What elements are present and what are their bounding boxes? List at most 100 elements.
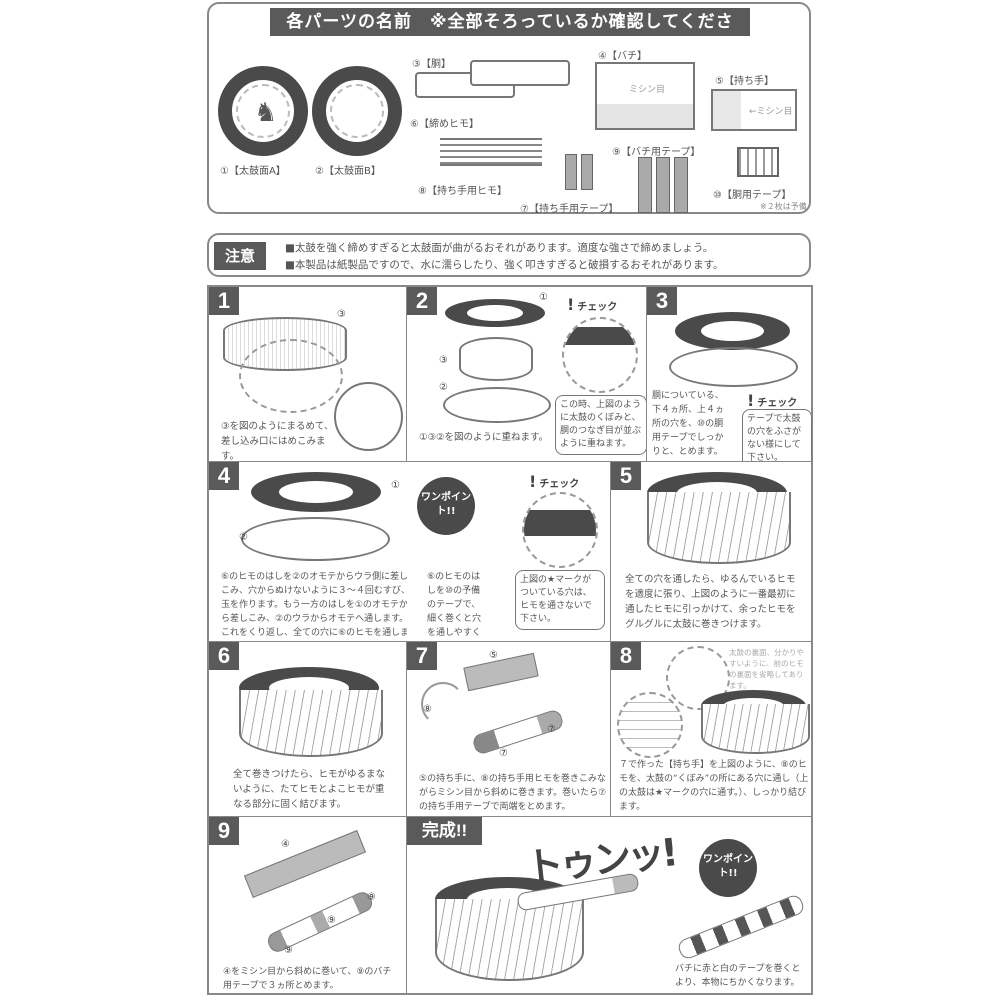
side-note: 太鼓の裏面、分かりやすいように、前のヒモの裏面を省略してあります。 <box>729 648 804 690</box>
drum-with-handle-illustration <box>701 704 810 754</box>
step-description: ③を図のようにまるめて、差し込み口にはめこみます。 <box>221 421 334 462</box>
callout: ⑨ <box>284 945 293 956</box>
striped-bachi-illustration <box>676 893 806 961</box>
step-number: 5 <box>611 462 641 490</box>
caution-tag: 注意 <box>214 242 266 270</box>
check-label: !チェック <box>529 472 580 491</box>
part-label-bachi: ④【バチ】 <box>598 51 647 62</box>
callout: ③ <box>337 309 346 320</box>
step-number: 9 <box>209 817 239 845</box>
caution-line-1: ■太鼓を強く締めすぎると太鼓面が曲がるおそれがあります。適度な強さで締めましょう… <box>285 242 714 254</box>
part-label-handle-string: ⑧【持ち手用ヒモ】 <box>418 186 507 197</box>
steps-grid: 1 ③ ③を図のようにまるめて、差し込み口にはめこみます。 2 ① ③ ② !チ… <box>207 285 813 995</box>
step-number: 8 <box>611 642 641 670</box>
drum-base-illustration <box>241 517 390 561</box>
drum-face-b-illustration <box>312 66 402 156</box>
part-label-handle: ⑤【持ち手】 <box>715 76 774 87</box>
onepoint-bubble: ワンポイント!! <box>417 477 475 535</box>
step-description: ①③②を図のように重ねます。 <box>419 432 549 443</box>
step-description: 全ての穴を通したら、ゆるんでいるヒモを適度に張り、上図のように一番最初に通したヒ… <box>625 574 796 630</box>
character-icon: ♞ <box>254 98 278 128</box>
bachi-tape-illustration <box>638 157 652 213</box>
step-3-panel: 3 胴についている、下４ヵ所、上４ヵ所の穴を、⑩の胴用テープでしっかりと、とめま… <box>647 287 813 462</box>
perforation-note: ←ミシン目 <box>749 107 793 117</box>
part-label-handle-tape: ⑦【持ち手用テープ】 <box>520 204 619 215</box>
callout: ⑨ <box>367 892 376 903</box>
bachi-tape-illustration-3 <box>674 157 688 213</box>
body-tape-sheet-illustration <box>737 147 779 177</box>
step-description: ④をミシン目から斜めに巻いて、⑨のバチ用テープで３ヵ所とめます。 <box>223 967 392 991</box>
part-label-body: ③【胴】 <box>412 59 451 70</box>
onepoint-text: ⑥のヒモのはしを⑩の予備のテープで、細く巻くと穴を通しやすくなります。 <box>427 572 482 638</box>
drum-base-illustration <box>669 347 798 387</box>
part-label-drum-face-a: ①【太鼓面A】 <box>220 166 286 177</box>
step-number: 1 <box>209 287 239 315</box>
callout: ② <box>239 532 248 543</box>
step-2-panel: 2 ① ③ ② !チェック この時、上図のように太鼓のくぼみと、胴のつなぎ目が並… <box>407 287 647 462</box>
onepoint-text: バチに赤と白のテープを巻くとより、本物にちかくなります。 <box>675 964 801 988</box>
step-4-panel: 4 ① ② ⑥のヒモのはしを②のオモテからウラ側に差しこみ、穴からぬけないように… <box>209 462 407 642</box>
step-6-panel: 6 全て巻きつけたら、ヒモがゆるまないように、たてヒモとよこヒモが重なる部分に固… <box>209 642 407 817</box>
step-7-panel: 7 ⑤ ⑧ ⑦ ⑦ ⑤の持ち手に、⑧の持ち手用ヒモを巻きこみながらミシン目から斜… <box>407 642 611 817</box>
drum-side-detail <box>617 692 683 758</box>
perforation-note: ミシン目 <box>629 85 666 95</box>
check-label: !チェック <box>567 295 618 314</box>
callout: ⑦ <box>547 724 556 735</box>
drum-base-illustration <box>443 387 551 423</box>
step-number: 6 <box>209 642 239 670</box>
step-number: 7 <box>407 642 437 670</box>
zoom-detail-circle <box>666 646 730 710</box>
string-illustration <box>421 682 465 726</box>
drum-face-illustration <box>675 312 790 350</box>
caution-section <box>207 233 811 277</box>
callout: ① <box>391 480 400 491</box>
complete-label: 完成!! <box>407 817 482 845</box>
bachi-rolled-illustration <box>265 889 375 955</box>
callout: ⑨ <box>327 915 336 926</box>
drum-laced-illustration <box>647 492 791 564</box>
step-number: 2 <box>407 287 437 315</box>
step-number: 3 <box>647 287 677 315</box>
check-note: 上図の★マークがついている穴は、ヒモを通さないで下さい。 <box>515 570 605 630</box>
bachi-sheet-illustration <box>243 830 367 898</box>
caution-line-2: ■本製品は紙製品ですので、水に濡らしたり、強く叩きすぎると破損するおそれがありま… <box>285 259 724 271</box>
zoom-detail-illustration <box>334 382 403 451</box>
tie-string-illustration <box>440 138 542 166</box>
drum-face-illustration <box>445 299 545 327</box>
body-part-illustration-2 <box>470 60 570 86</box>
check-note: この時、上図のように太鼓のくぼみと、胴のつなぎ目が並ぶように重ねます。 <box>555 395 646 455</box>
spare-note: ※２枚は予備 <box>760 202 807 211</box>
step-5-panel: 5 全ての穴を通したら、ゆるんでいるヒモを適度に張り、上図のように一番最初に通し… <box>611 462 813 642</box>
complete-panel: 完成!! トゥンッ! ワンポイント!! バチに赤と白のテープを巻くとより、本物に… <box>407 817 813 995</box>
drum-face-illustration <box>251 472 381 512</box>
handle-tape-illustration <box>565 154 577 190</box>
step-4-tips-panel: ワンポイント!! ⑥のヒモのはしを⑩の予備のテープで、細く巻くと穴を通しやすくな… <box>407 462 611 642</box>
check-detail-illustration <box>562 317 638 393</box>
part-label-tie-string: ⑥【締めヒモ】 <box>410 119 479 130</box>
callout: ⑤ <box>489 650 498 661</box>
callout: ③ <box>439 355 448 366</box>
bachi-tape-illustration-2 <box>656 157 670 213</box>
check-note: テープで太鼓の穴をふさがない様にして下さい。 <box>742 409 812 461</box>
callout: ② <box>439 382 448 393</box>
step-1-panel: 1 ③ ③を図のようにまるめて、差し込み口にはめこみます。 <box>209 287 407 462</box>
part-label-body-tape: ⑩【胴用テープ】 <box>713 190 792 201</box>
handle-tape-illustration-2 <box>581 154 593 190</box>
parts-title: 各パーツの名前 ※全部そろっているか確認してください。 <box>270 8 750 60</box>
step-description: ７で作った【持ち手】を上図のように、⑧のヒモを、太鼓の“くぼみ”の所にある穴に通… <box>619 760 809 812</box>
check-detail-illustration <box>522 492 598 568</box>
callout: ④ <box>281 839 290 850</box>
callout: ① <box>539 292 548 303</box>
step-description: ⑤の持ち手に、⑧の持ち手用ヒモを巻きこみながらミシン目から斜めに巻きます。巻いた… <box>419 774 607 812</box>
drum-face-a-illustration: ♞ <box>218 66 308 156</box>
completed-drum-illustration <box>435 899 584 981</box>
handle-sheet-illustration <box>463 652 539 692</box>
step-9-panel: 9 ④ ⑨ ⑨ ⑨ ④をミシン目から斜めに巻いて、⑨のバチ用テープで３ヵ所とめま… <box>209 817 407 995</box>
drum-finished-illustration <box>239 690 383 757</box>
step-number: 4 <box>209 462 239 490</box>
step-8-panel: 8 太鼓の裏面、分かりやすいように、前のヒモの裏面を省略してあります。 ７で作っ… <box>611 642 813 817</box>
part-label-drum-face-b: ②【太鼓面B】 <box>315 166 381 177</box>
onepoint-bubble: ワンポイント!! <box>699 839 757 897</box>
check-label: !チェック <box>747 391 798 410</box>
callout: ⑦ <box>499 748 508 759</box>
